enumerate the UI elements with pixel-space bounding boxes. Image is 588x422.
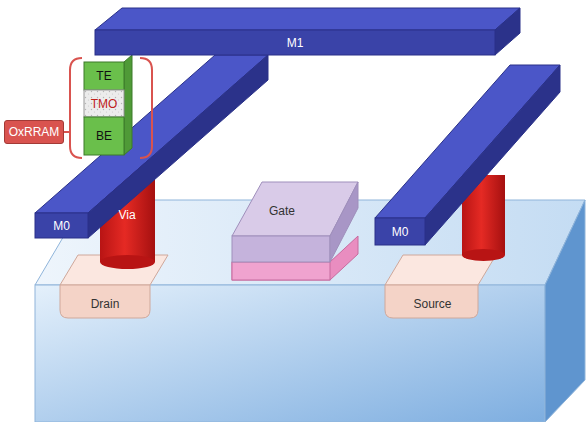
node-text: M0 [53, 219, 70, 233]
m1-front [95, 30, 495, 55]
electrode-layer: BE [84, 117, 124, 155]
m0-left-front [35, 213, 88, 238]
gate-side [330, 182, 358, 262]
gate-front [232, 236, 330, 262]
node-text: Source [413, 297, 451, 311]
device-tag: OxRRAM [4, 120, 64, 144]
gate-oxide-front [232, 262, 330, 280]
via-label: Via [104, 204, 150, 226]
via-right-base [462, 249, 505, 261]
substrate-side [545, 200, 585, 422]
top-electrode [84, 62, 124, 90]
substrate-front [35, 285, 545, 422]
m1-top [95, 8, 520, 30]
stack-side [124, 55, 132, 155]
node-text: M1 [287, 36, 304, 50]
node-text: Gate [269, 204, 295, 218]
bracket-left [70, 58, 82, 158]
m0-left-top [35, 55, 268, 213]
node-text: Via [118, 208, 135, 222]
gate-label: Gate [252, 200, 312, 222]
node-text: BE [96, 129, 112, 143]
node-text: Drain [91, 297, 120, 311]
source-front [385, 285, 478, 318]
drain-front [60, 285, 150, 318]
drain-region: Drain [65, 294, 145, 314]
node-text: M0 [392, 225, 409, 239]
metal-line: M1 [95, 30, 495, 55]
node-text: TMO [91, 97, 118, 111]
bracket-right [140, 58, 152, 158]
drain-top [60, 255, 168, 285]
electrode-layer: TE [84, 62, 124, 90]
metal-line: M0 [35, 213, 88, 238]
source-region: Source [390, 294, 475, 314]
m0-right-front [375, 218, 425, 245]
via-left-base [100, 255, 155, 269]
bracket-leader [64, 131, 70, 133]
m0-right-side [425, 65, 560, 245]
bottom-electrode [84, 117, 124, 155]
metal-line: M0 [375, 218, 425, 245]
node-text: OxRRAM [9, 125, 60, 139]
node-text: TE [96, 69, 111, 83]
oxide-layer-label: TMO [84, 90, 124, 117]
oxide-layer [84, 90, 124, 117]
m1-side [495, 8, 520, 55]
